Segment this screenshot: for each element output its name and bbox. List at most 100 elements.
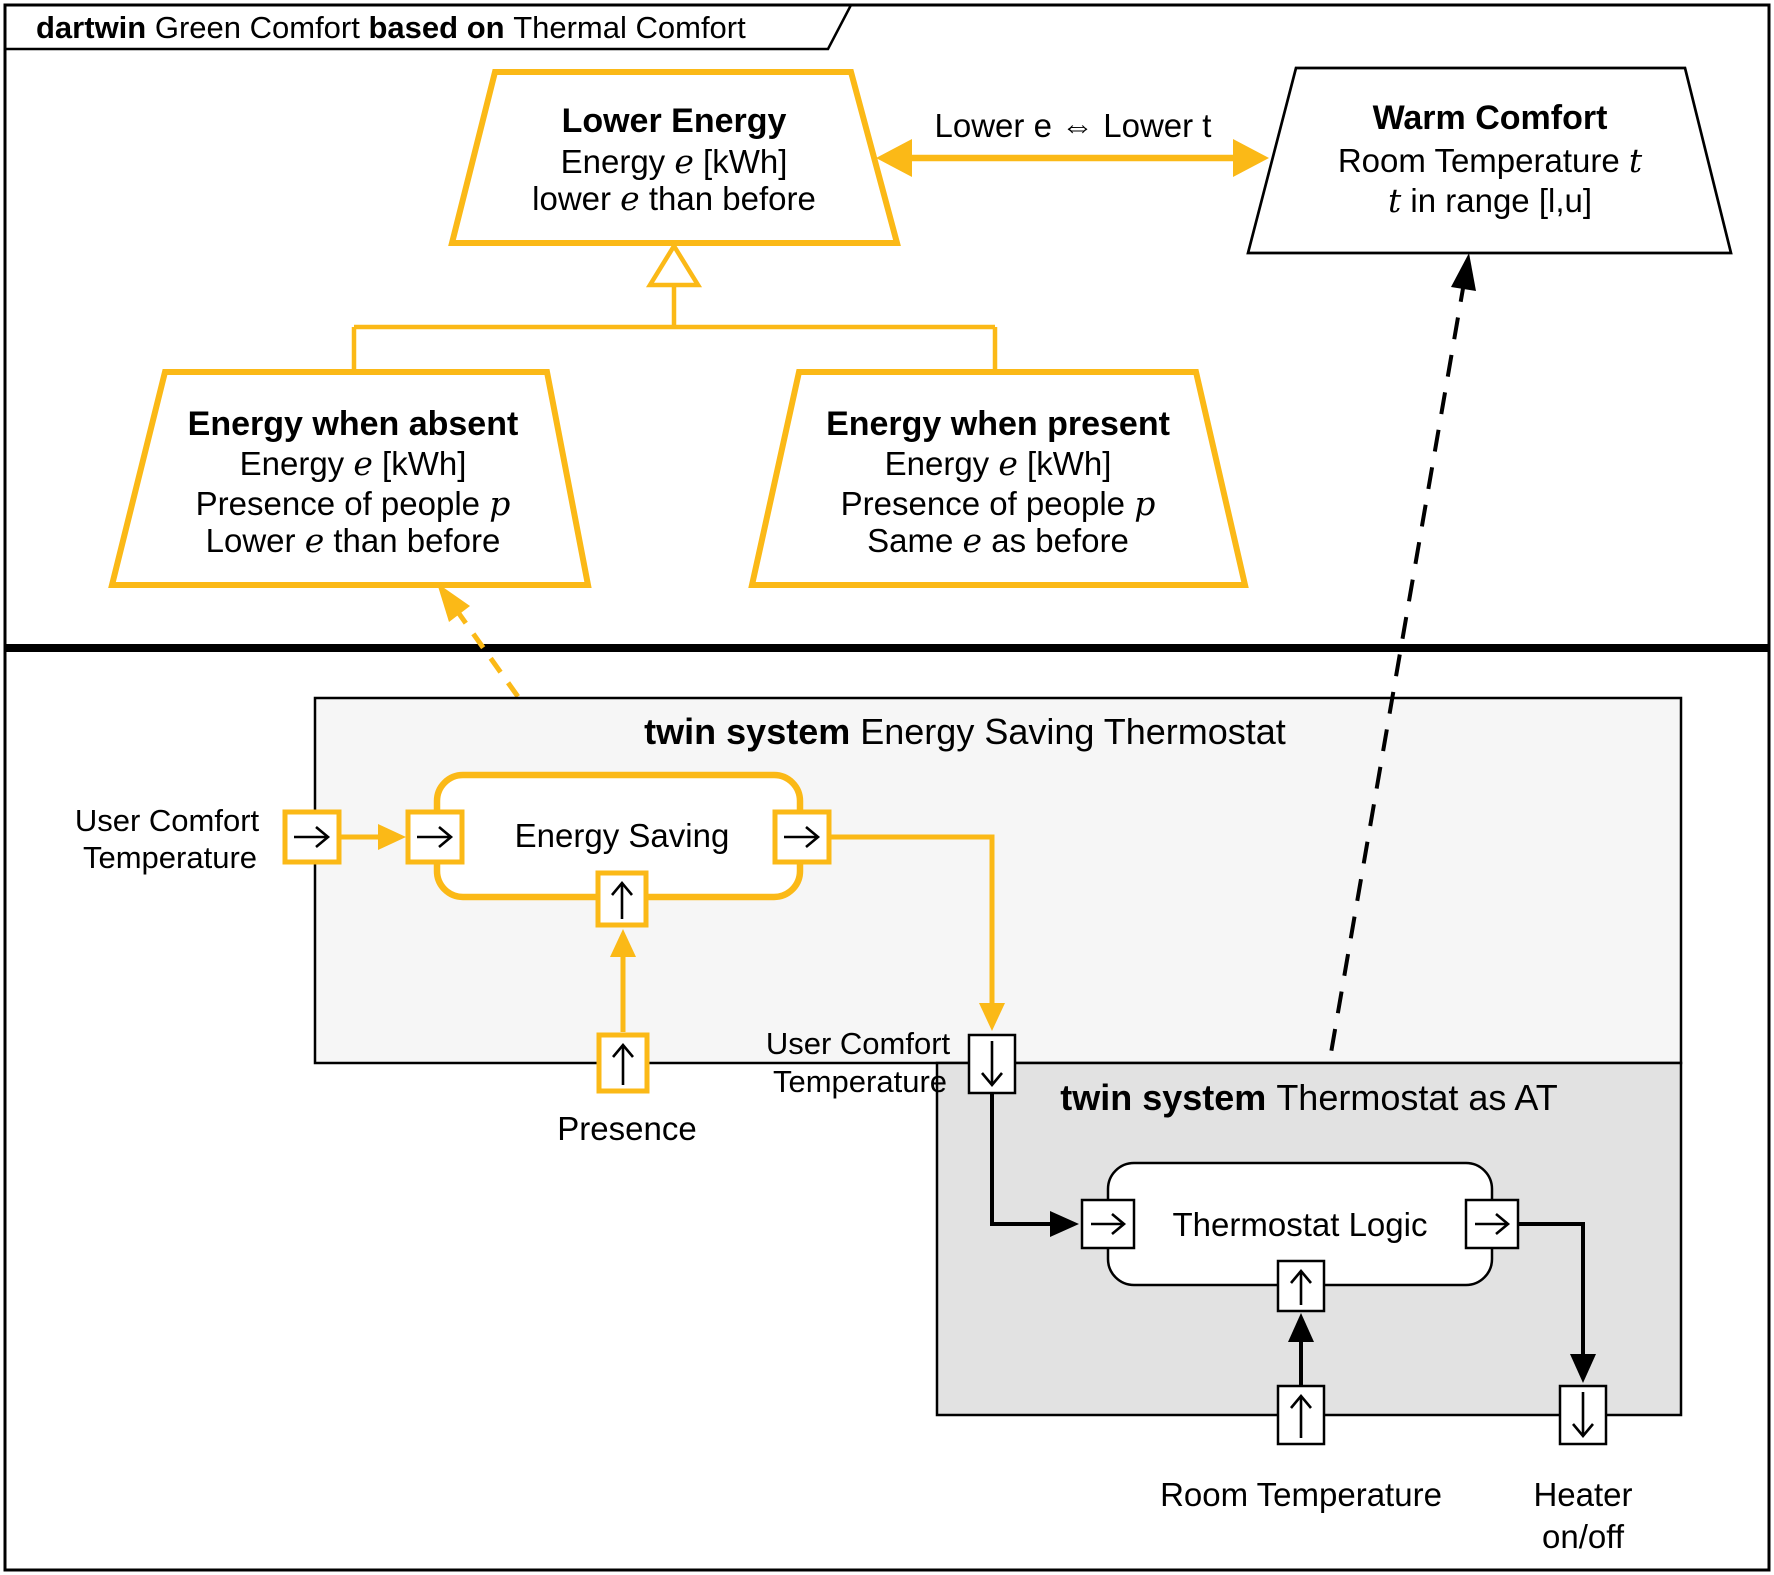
- goal-warm-comfort-line2: Room Temperature t: [1338, 141, 1643, 180]
- label-heater-line2: on/off: [1542, 1518, 1625, 1555]
- seg: e: [998, 444, 1018, 483]
- seg: based on: [368, 10, 504, 45]
- relation-arrowhead-left-icon: [876, 139, 912, 177]
- goal-lower-energy-line2: Energy e [kWh]: [561, 142, 788, 181]
- goal-energy-present-line4: Same e as before: [867, 521, 1129, 560]
- port-energy-saving-out: [772, 809, 832, 865]
- goal-warm-comfort-line3: t in range [l,u]: [1388, 181, 1592, 220]
- port-energy-saving-in: [405, 809, 465, 865]
- diagram-title: dartwin Green Comfort based on Thermal C…: [36, 10, 746, 45]
- flow-up-head-icon: [1290, 1268, 1312, 1284]
- label-user-comfort-mid-line1: User Comfort: [766, 1026, 951, 1061]
- arrowhead-es-output-icon: [979, 1003, 1005, 1031]
- title-tab-outline: [5, 4, 853, 51]
- seg: than before: [324, 522, 500, 559]
- arrowhead-tl-in-icon: [1050, 1211, 1079, 1237]
- arrowhead-uct-icon: [378, 824, 406, 850]
- arrowhead-presence-icon: [610, 929, 636, 957]
- seg: Energy Saving Thermostat: [850, 711, 1286, 752]
- flow-up-head-icon: [611, 880, 633, 896]
- label-presence: Presence: [557, 1110, 696, 1147]
- goal-energy-present-title: Energy when present: [826, 405, 1170, 443]
- goal-energy-when-absent: [108, 369, 592, 588]
- thermostat-logic-label: Thermostat Logic: [1173, 1206, 1428, 1243]
- flow-right-head-icon: [805, 826, 821, 848]
- seg: Room Temperature: [1338, 142, 1629, 179]
- seg: as before: [982, 522, 1129, 559]
- seg: e: [963, 521, 983, 560]
- seg: e: [620, 179, 640, 218]
- twin-systems: twin system Energy Saving Thermostat Ene…: [75, 253, 1683, 1555]
- flow-right-head-icon: [315, 826, 331, 848]
- seg: [kWh]: [1018, 445, 1112, 482]
- seg: Same: [867, 522, 962, 559]
- seg: t: [1388, 181, 1402, 220]
- seg: twin system: [1060, 1077, 1266, 1118]
- goal-warm-comfort-title: Warm Comfort: [1373, 99, 1608, 137]
- label-user-comfort-left-line2: Temperature: [83, 840, 257, 875]
- seg: e: [353, 444, 373, 483]
- energy-saving-block-label: Energy Saving: [515, 817, 730, 854]
- flow-right-head-icon: [438, 826, 454, 848]
- seg: Lower: [206, 522, 305, 559]
- label-heater-line1: Heater: [1533, 1476, 1632, 1513]
- seg: Energy: [885, 445, 999, 482]
- port-ucт-boundary: [282, 809, 342, 865]
- seg: twin system: [644, 711, 850, 752]
- port-tl-out: [1464, 1198, 1520, 1250]
- seg: p: [489, 484, 510, 523]
- seg: p: [1134, 484, 1155, 523]
- goal-model: Lower Energy Energy e [kWh] lower e than…: [108, 66, 1733, 588]
- label-user-comfort-mid-line2: Temperature: [773, 1064, 947, 1099]
- seg: than before: [640, 180, 816, 217]
- goal-energy-when-present: [748, 369, 1249, 588]
- arrow-tl-to-heater: [1518, 1222, 1585, 1358]
- goal-energy-absent-line2: Energy e [kWh]: [240, 444, 467, 483]
- goal-energy-present-line2: Energy e [kWh]: [885, 444, 1112, 483]
- seg: Energy: [240, 445, 354, 482]
- seg: Thermal Comfort: [505, 10, 747, 45]
- port-presence-boundary: [596, 1032, 650, 1094]
- seg: Energy: [561, 143, 675, 180]
- arrow-es-output-elbow: [829, 834, 995, 1008]
- flow-up-head-icon: [612, 1042, 634, 1058]
- separator-line: [5, 644, 1769, 652]
- goal-energy-absent-line4: Lower e than before: [206, 521, 501, 560]
- goal-energy-absent-line3: Presence of people p: [196, 484, 511, 523]
- seg: Thermostat as AT: [1266, 1077, 1557, 1118]
- generalization-triangle-icon: [645, 241, 703, 288]
- flow-down-head-icon: [1572, 1423, 1594, 1439]
- goal-energy-present-line3: Presence of people p: [841, 484, 1156, 523]
- arrowhead-heater-icon: [1570, 1354, 1596, 1383]
- seg: [kWh]: [373, 445, 467, 482]
- seg: in range [l,u]: [1401, 182, 1592, 219]
- seg: dartwin: [36, 10, 146, 45]
- relation-arrowhead-right-icon: [1233, 139, 1269, 177]
- arrowhead-room-temp-icon: [1288, 1313, 1314, 1342]
- twin-system-ess-title: twin system Energy Saving Thermostat: [644, 711, 1286, 752]
- flow-right-head-icon: [1495, 1213, 1511, 1235]
- satisfy-arrowhead-yellow-icon: [437, 583, 470, 622]
- port-tl-in: [1080, 1198, 1136, 1250]
- seg: lower: [532, 180, 620, 217]
- seg: e: [305, 521, 325, 560]
- port-heater: [1558, 1384, 1608, 1446]
- seg: Presence of people: [841, 485, 1135, 522]
- port-tl-bottom: [1276, 1259, 1326, 1313]
- goal-lower-energy: [448, 69, 901, 246]
- label-room-temperature: Room Temperature: [1160, 1476, 1442, 1513]
- seg: Presence of people: [196, 485, 490, 522]
- goal-warm-comfort: [1246, 66, 1733, 255]
- seg: Green Comfort: [146, 10, 368, 45]
- flow-right-head-icon: [1111, 1213, 1127, 1235]
- goal-energy-absent-title: Energy when absent: [188, 405, 519, 443]
- relation-label: Lower e ⇔ Lower t: [935, 107, 1212, 144]
- twin-system-tat-title: twin system Thermostat as AT: [1060, 1077, 1558, 1118]
- flow-down-head-icon: [981, 1072, 1003, 1088]
- goal-lower-energy-title: Lower Energy: [562, 102, 787, 140]
- seg: t: [1629, 141, 1643, 180]
- port-room-temperature: [1276, 1384, 1326, 1446]
- satisfy-arrowhead-black-icon: [1451, 253, 1476, 291]
